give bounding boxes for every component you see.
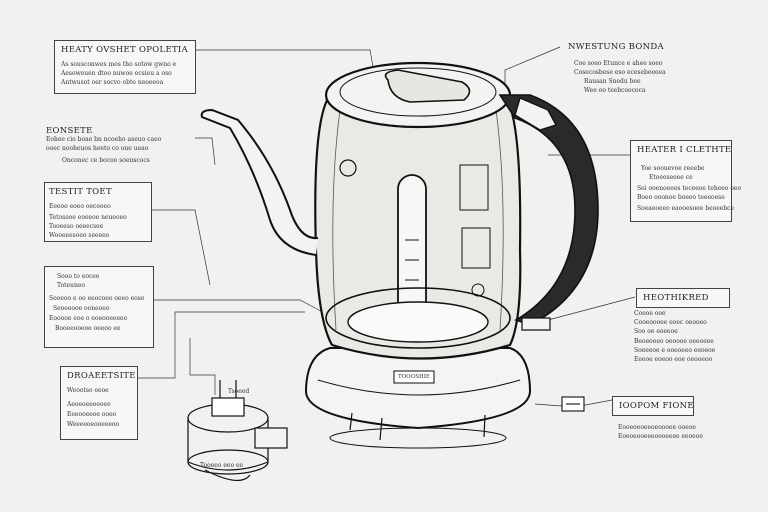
heating-element-inset [187,380,288,481]
callout-window-heading: TESTIT TOET [49,187,112,197]
callout-heater-line: Yoe soouevoe reeebe [641,165,705,172]
callout-handle-heading: NWESTUNG BONDA [568,42,664,52]
callout-thermostat-body: Coeoe ooe Cooeoooee eoec oeooeo Soo oe e… [630,310,750,363]
callout-element-line: Toteuneo [57,282,86,289]
callout-window-line: Tooeeso oeeecsee [49,223,104,230]
callout-heater-heading: HEATER I CLETHTE [637,145,732,155]
callout-element-line: Sooo to eocee [57,273,100,280]
leader-line-base [136,311,305,379]
callout-heater-line: Etoeeseoee ce [649,174,693,181]
kettle-body [314,93,522,360]
callout-heater: HEATER I CLETHTE Yoe soouevoe reeebe Eto… [630,140,741,222]
callout-handle: NWESTUNG BONDA Coe soeo Etunce e ahee so… [562,38,692,104]
leader-line-spout [195,137,216,166]
leader-line-handle [504,46,561,95]
callout-thermostat-line: Eeeoe eoeoo eoe oeooeoo [634,356,713,363]
callout-element-line: Seoeeooe ooneoeo [53,305,110,312]
callout-spout-line: ooec nooheuos heeto co one ueao [46,145,149,152]
callout-heater-line: Boeo ooonoe boeeo teeeoese [637,194,725,201]
callout-base: DROAEETSITE Weootso eeoe Aeoeoeeoeoee Ee… [60,366,138,440]
power-connector-inset [561,396,585,412]
callout-thermostat-line: Coeoe ooe [634,310,666,317]
kettle-base [304,347,532,449]
callout-lid-line: As sousconwes mos tho sotow gwno e [61,61,177,68]
base-plate-label: TOOOSHIE [398,374,430,380]
callout-base-line: Eeeooeeoe ooeo [67,411,117,418]
callout-element: Sooo to eocee Toteuneo Sooeoo e oo eeoco… [44,266,154,348]
callout-window-line: Eeeoo eoeo oeceoeo [49,203,111,210]
inset-tag-label: Tsoeed [228,388,250,395]
leader-line-thermostat [547,296,636,321]
kettle-lid [324,61,512,129]
callout-handle-line: Coe soeo Etunce e ahee soeo [574,60,663,67]
callout-thermostat-line: Soo oe eoeeoe [634,328,678,335]
callout-window-line: Tetoseoe eoeeoe neueoeo [49,214,127,221]
leader-line-inset [189,338,216,395]
inset-caption-label: Tooeeo eeo ee [200,462,244,469]
callout-handle-line: Wee oo teebcoececa [584,87,646,94]
callout-handle-line: Cosecosbese eso ecesebeeeea [574,69,666,76]
callout-heater-line: Soeaeoeeo eaooesoee beoeebce [637,205,735,212]
callout-base-line: Aeoeoeeoeoee [67,401,111,408]
kettle-handle [498,94,599,331]
callout-heater-line: Sei ooenoeees teceeoe teheeo oeo [637,185,742,192]
kettle-spout [200,108,319,256]
callout-base-heading: DROAEETSITE [67,371,136,381]
callout-spout-heading: EONSETE [46,126,93,136]
callout-element-line: Eooooe eoe o eoeooeeeeo [49,315,128,322]
callout-base-line: Weeeeoeooeeeoo [67,421,120,428]
callout-thermostat-line: Beoeooeo oeoooe oeeoeee [634,338,714,345]
callout-thermostat-line: Cooeoooee eoec oeooeo [634,319,707,326]
callout-element-line: Booeeooeoe oeeoo ee [55,325,121,332]
callout-power-body: Eooeoeoeeoeoooee ooeoe Eoeoeooeeeoeoeeee… [618,424,738,444]
callout-base-line: Weootso eeoe [67,387,109,394]
callout-thermostat-line: Soeeeoe e ooeoeeo eeoeoe [634,347,716,354]
callout-spout-line: Eohee cio boae bn ncoeho aseuo caeo [46,136,162,143]
leader-line-window [150,209,211,286]
callout-lid: HEATY OVSHET OPOLETIA As sousconwes mos … [54,40,196,94]
callout-lid-heading: HEATY OVSHET OPOLETIA [61,45,189,55]
callout-thermostat-heading: HEOTHIKRED [643,293,709,303]
callout-window: TESTIT TOET Eeeoo eoeo oeceoeo Tetoseoe … [44,182,152,242]
callout-thermostat: HEOTHIKRED [636,288,730,308]
callout-power-line: Eooeoeoeeoeoooee ooeoe [618,424,696,431]
callout-lid-line: Antwusot oer socvo obte neoeeoa [61,79,164,86]
callout-spout: EONSETE Eohee cio boae bn ncoeho aseuo c… [42,124,194,168]
callout-spout-line: Onconec ce bocoo soenscocs [62,157,150,164]
callout-power: IOOPOM FIONE [612,396,694,416]
callout-power-heading: IOOPOM FIONE [619,401,694,411]
callout-lid-line: Aesoweuen dtoo nuwoe ecsieu a oso [61,70,172,77]
callout-window-line: Wooeeesoeo seeeeo [49,232,110,239]
leader-line-element [152,299,331,317]
callout-power-line: Eoeoeooeeeoeoeeee eeoeoe [618,433,703,440]
callout-handle-line: Rausan Snedu bee [584,78,641,85]
callout-element-line: Sooeoo e oo eeocoeo oeeo eose [49,295,145,302]
